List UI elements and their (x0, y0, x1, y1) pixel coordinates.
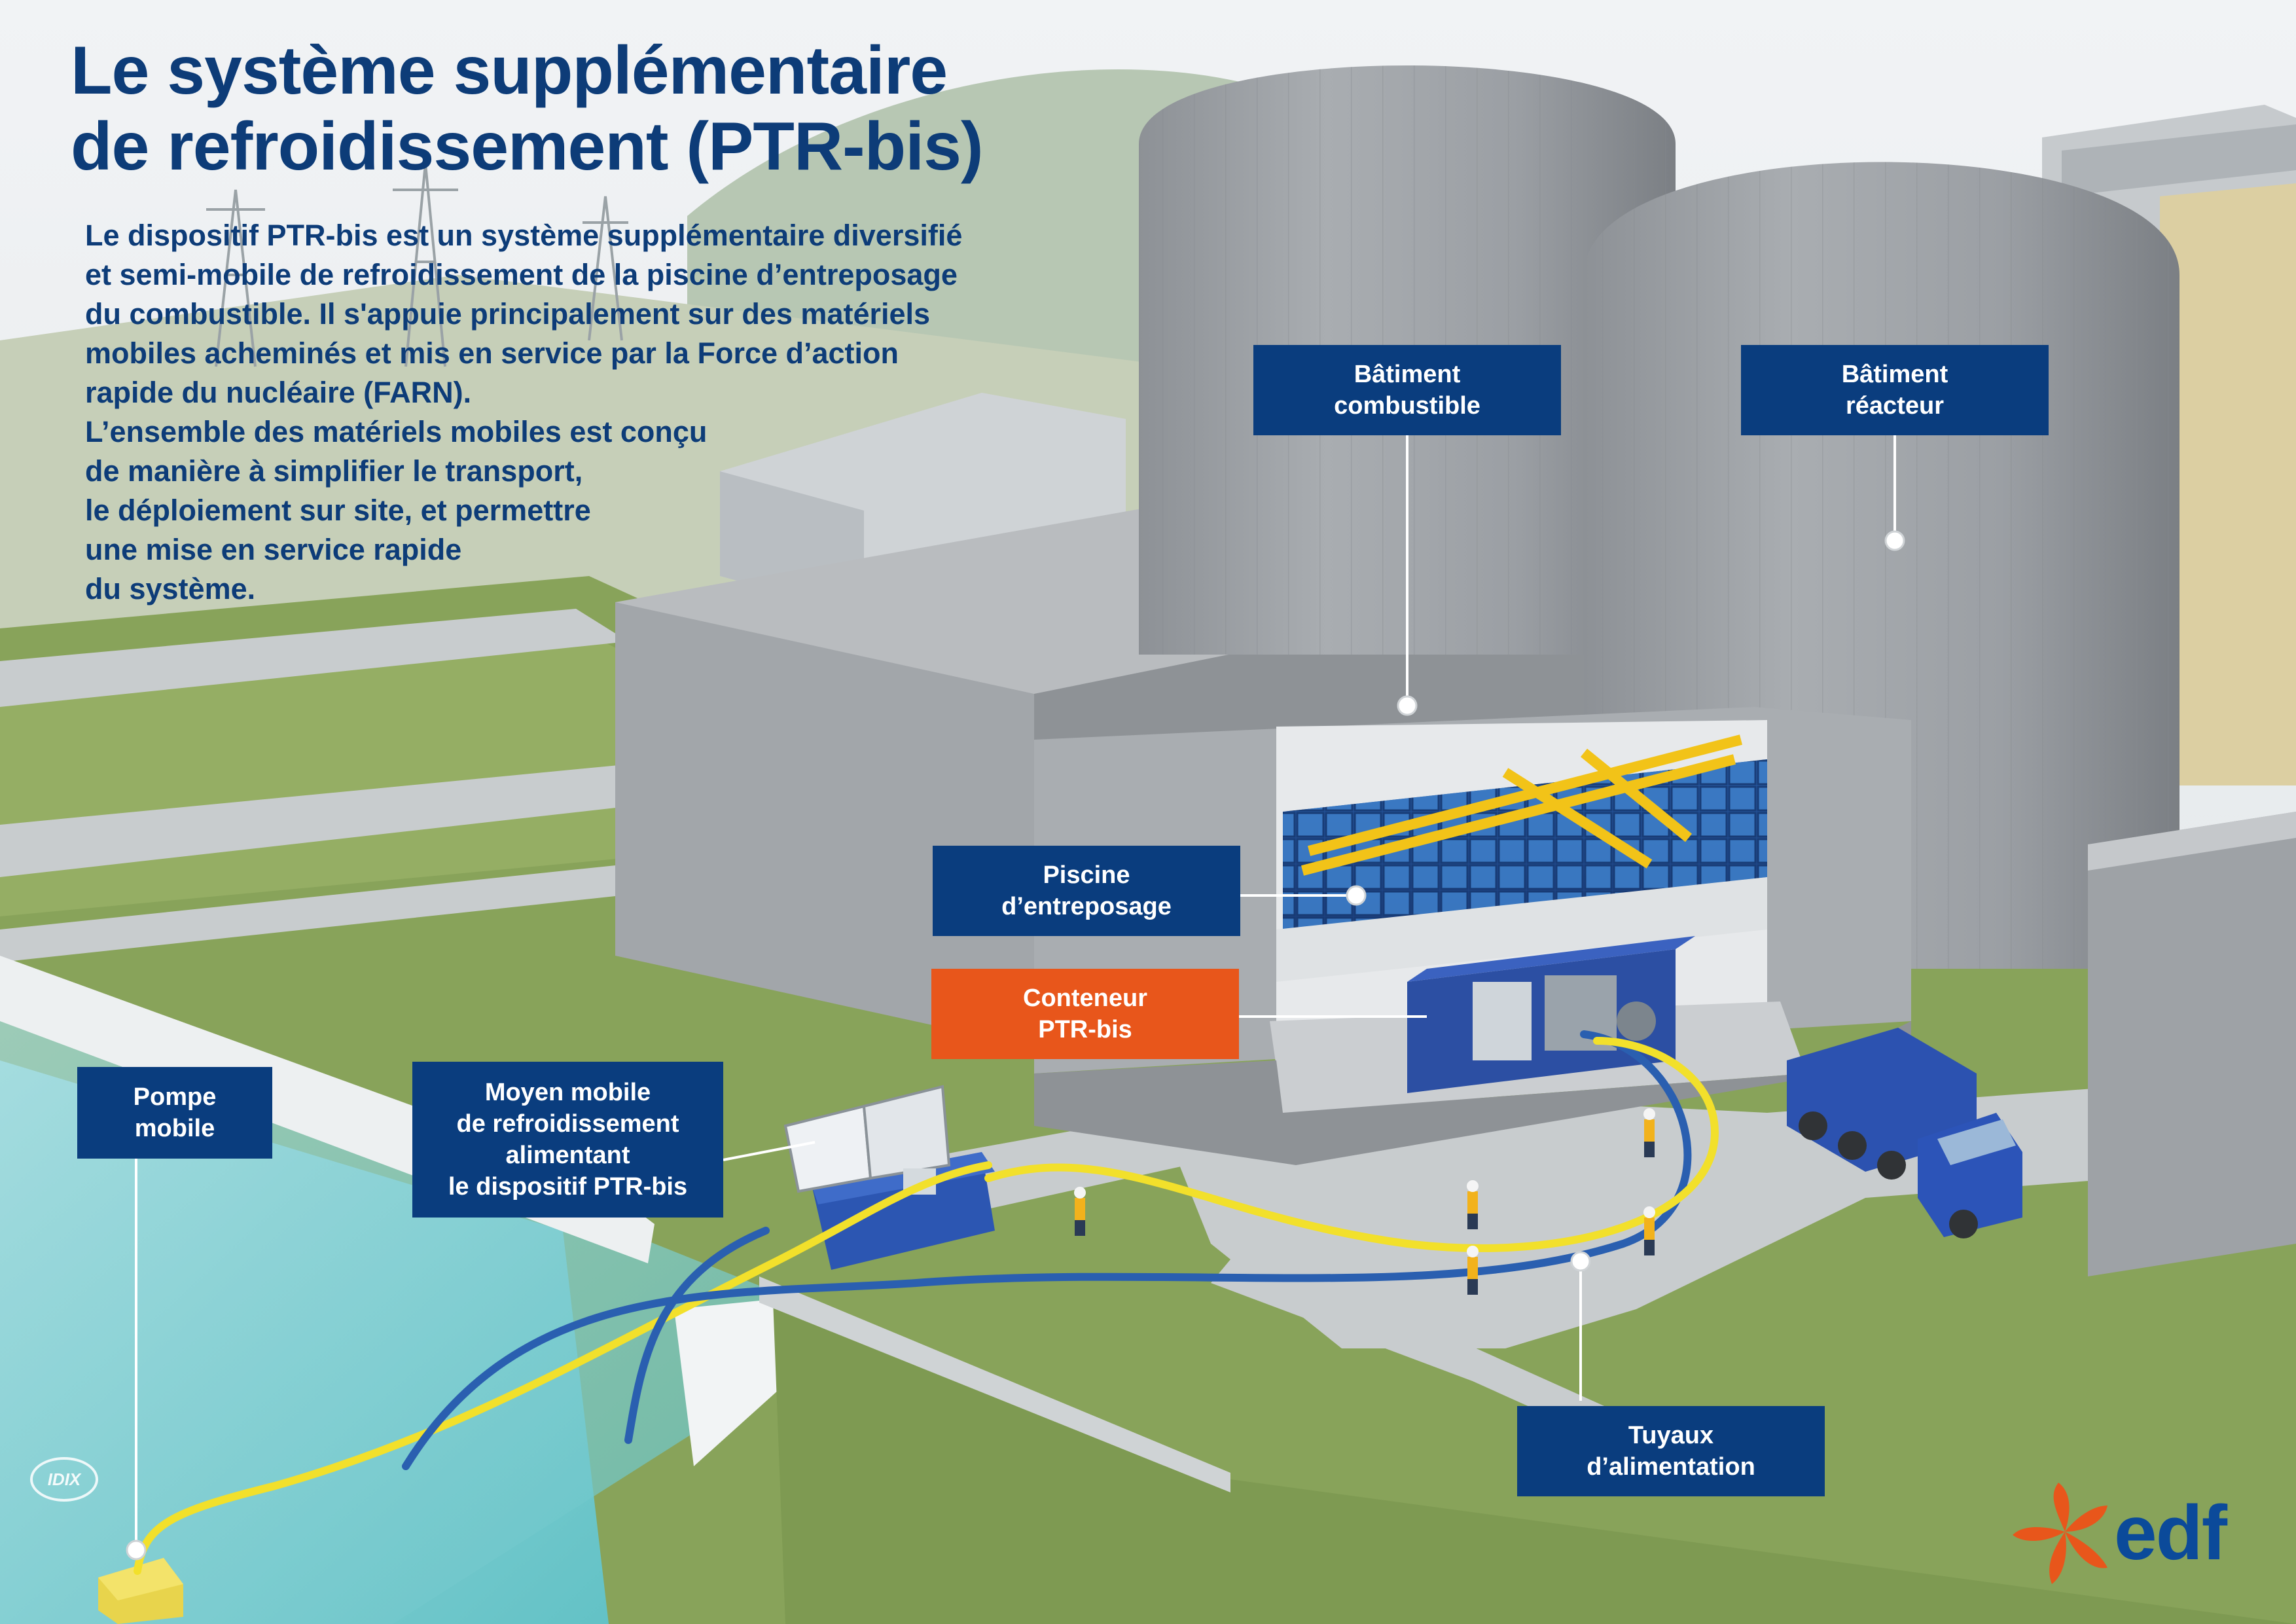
ptr-bis-container-drawing (1407, 936, 1695, 1093)
title-line-2: de refroidissement (PTR-bis) (71, 109, 984, 185)
intro-paragraph: Le dispositif PTR-bis est un système sup… (85, 216, 962, 609)
label-batiment-reacteur: Bâtiment réacteur (1741, 345, 2049, 435)
hose-yellow-pump (134, 1161, 992, 1575)
label-pompe-mobile: Pompe mobile (77, 1067, 272, 1159)
hose-blue-return (402, 1030, 1692, 1470)
mobile-pump-drawing (98, 1558, 183, 1624)
truck-drawing (1787, 1028, 2022, 1238)
label-moyen-mobile: Moyen mobile de refroidissement alimenta… (412, 1062, 723, 1218)
edf-flower-icon (2013, 1483, 2108, 1584)
power-pylons (206, 163, 628, 367)
edf-logo-mark (2013, 1483, 2108, 1584)
hose-yellow-feed (984, 1037, 1719, 1252)
fuel-building-front (615, 602, 1034, 1047)
leader-lines (135, 435, 1896, 1550)
page-title: Le système supplémentaire de refroidisse… (71, 33, 984, 185)
leader-dots (126, 530, 1905, 1561)
hose-blue-pump (624, 1227, 770, 1444)
hoses (134, 1030, 1719, 1575)
label-piscine-entreposage: Piscine d’entreposage (933, 846, 1240, 936)
edf-wordmark: edf (2114, 1490, 2227, 1576)
intro-line: L’ensemble des matériels mobiles est con… (85, 415, 708, 448)
cutaway-front-ledge (1034, 1021, 1911, 1165)
intro-line: le déploiement sur site, et permettre (85, 494, 591, 527)
label-batiment-combustible: Bâtiment combustible (1253, 345, 1561, 435)
side-building-top (2088, 812, 2296, 871)
intro-line: rapide du nucléaire (FARN). (85, 376, 472, 409)
title-line-1: Le système supplémentaire (71, 33, 948, 109)
intro-line: du système. (85, 572, 256, 605)
quay (772, 1283, 2296, 1624)
intro-line: une mise en service rapide (85, 533, 462, 566)
intro-line: mobiles acheminés et mis en service par … (85, 336, 899, 370)
label-conteneur-ptr-bis: Conteneur PTR-bis (931, 969, 1239, 1059)
pool-crane (1301, 734, 1742, 876)
intro-line: de manière à simplifier le transport, (85, 454, 583, 488)
pool-front-wall (1276, 877, 1767, 982)
intro-line: et semi-mobile de refroidissement de la … (85, 258, 958, 291)
workers (1074, 1108, 1655, 1295)
label-tuyaux-alimentation: Tuyaux d’alimentation (1517, 1406, 1825, 1496)
side-building (2088, 812, 2296, 1276)
intro-line: du combustible. Il s'appuie principaleme… (85, 297, 931, 331)
quay-edge (759, 1276, 1230, 1492)
idix-logo: IDIX (30, 1457, 98, 1502)
intro-line: Le dispositif PTR-bis est un système sup… (85, 219, 963, 252)
mobile-cooling-unit-drawing (783, 1085, 995, 1270)
